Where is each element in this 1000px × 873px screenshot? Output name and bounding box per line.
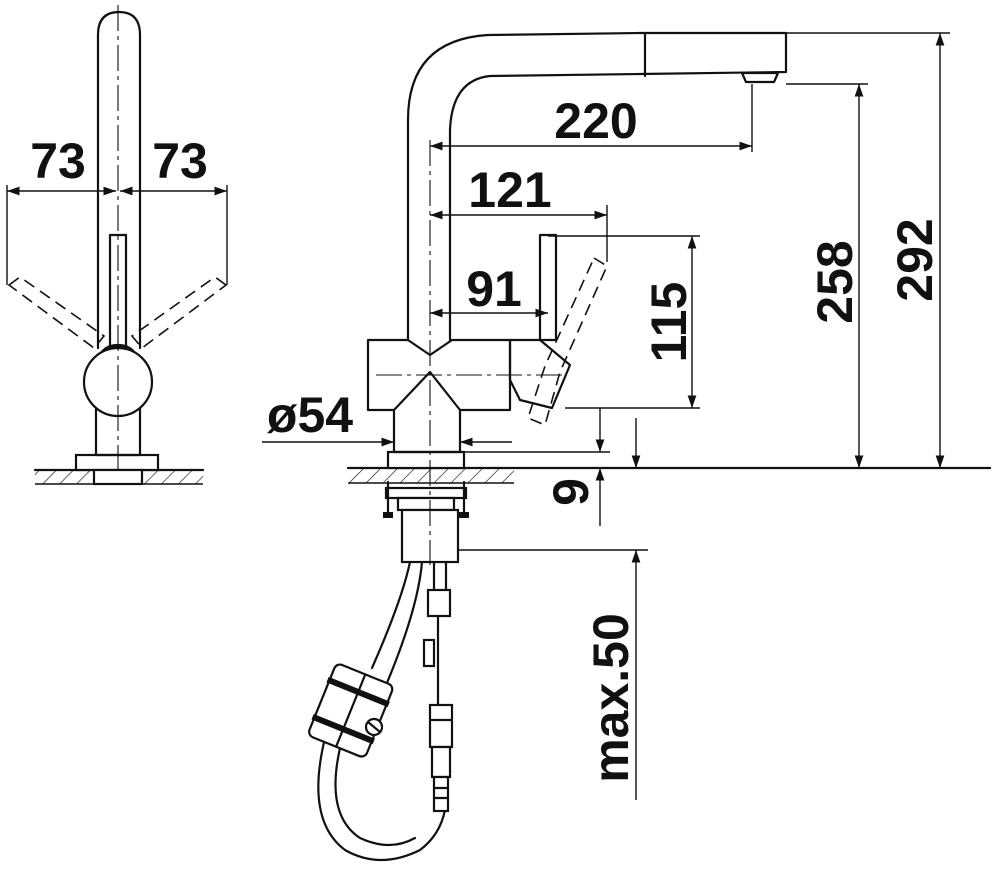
- dim-258: 258: [807, 240, 863, 323]
- side-hose-weight: [308, 663, 394, 758]
- side-fitting-middle: [428, 703, 454, 749]
- dim-73-left: 73: [30, 133, 86, 189]
- side-fitting-top: [426, 588, 452, 618]
- dim-9: 9: [543, 478, 599, 506]
- dim-91: 91: [466, 261, 522, 317]
- dim-max50: max.50: [583, 613, 639, 783]
- dim-292: 292: [887, 218, 943, 301]
- dim-54: ø54: [267, 387, 353, 443]
- dim-115: 115: [641, 282, 697, 363]
- side-base-ring: [386, 450, 466, 470]
- side-body: [366, 338, 512, 454]
- front-base-plate: [74, 453, 160, 472]
- side-pullout-hose: [370, 560, 412, 670]
- front-lever-swivel-right: [130, 276, 228, 350]
- dim-121: 121: [468, 162, 551, 218]
- side-mounting-flange: [384, 486, 468, 500]
- front-lever-swivel-left: [7, 276, 106, 350]
- side-spout: [406, 31, 788, 342]
- side-deck-hatch: [348, 469, 514, 483]
- side-lever: [538, 233, 558, 342]
- dim-220: 220: [554, 93, 637, 149]
- side-spray-nozzle: [740, 71, 780, 84]
- front-spout-column: [96, 10, 142, 350]
- side-view: 220 121 91 115 ø54 258 292 9 max.50: [262, 31, 992, 862]
- side-lever-knob: [508, 338, 572, 410]
- dim-73-right: 73: [152, 133, 208, 189]
- front-view: 73 73: [6, 5, 228, 486]
